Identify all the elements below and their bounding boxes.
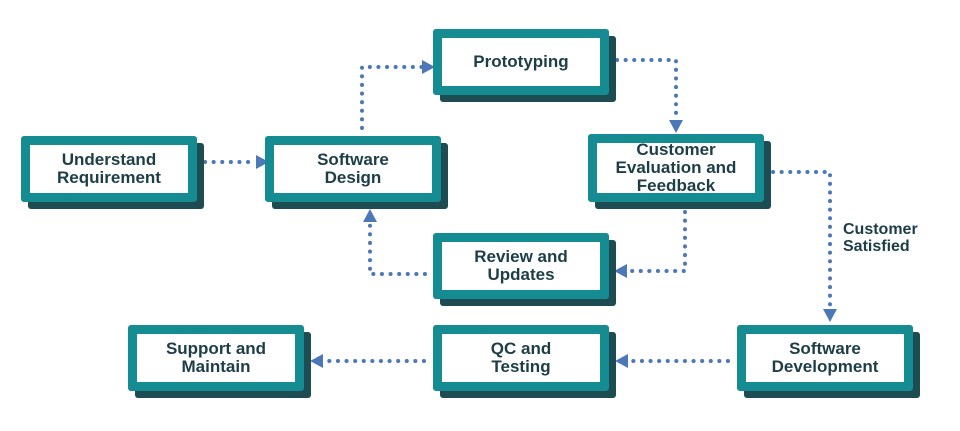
node-label: Customer Evaluation and Feedback bbox=[615, 140, 737, 195]
node-label: Software Development bbox=[771, 339, 879, 376]
arrowhead-icon bbox=[615, 354, 628, 368]
arrowhead-icon bbox=[363, 209, 377, 222]
arrowhead-icon bbox=[422, 60, 435, 74]
node-prototyping: Prototyping bbox=[433, 29, 609, 95]
arrowhead-icon bbox=[256, 155, 269, 169]
arrow-review-to-design bbox=[363, 209, 427, 276]
node-understand-requirement: Understand Requirement bbox=[21, 136, 197, 202]
node-label: Understand Requirement bbox=[57, 150, 161, 187]
arrow-evaluation-to-review bbox=[614, 210, 687, 278]
arrowhead-icon bbox=[614, 264, 627, 278]
arrow-design-to-prototyping bbox=[360, 60, 435, 130]
node-label: QC and Testing bbox=[490, 339, 552, 376]
arrow-understand-to-design bbox=[203, 155, 269, 169]
dotted-line bbox=[615, 58, 678, 122]
node-software-design: Software Design bbox=[265, 136, 441, 202]
node-qc-testing: QC and Testing bbox=[433, 325, 609, 391]
arrowhead-icon bbox=[669, 120, 683, 133]
arrowhead-icon bbox=[823, 309, 837, 322]
node-label: Review and Updates bbox=[474, 247, 568, 284]
node-software-development: Software Development bbox=[737, 325, 913, 391]
node-label: Software Design bbox=[317, 150, 389, 187]
dotted-line bbox=[771, 170, 832, 311]
arrow-prototyping-to-evaluation bbox=[615, 58, 683, 133]
node-customer-evaluation: Customer Evaluation and Feedback bbox=[588, 134, 764, 202]
dotted-line bbox=[360, 65, 424, 130]
dotted-line bbox=[625, 210, 687, 273]
arrowhead-icon bbox=[310, 354, 323, 368]
arrow-evaluation-to-development bbox=[771, 170, 837, 322]
arrow-development-to-qc bbox=[615, 354, 730, 368]
node-support-maintain: Support and Maintain bbox=[128, 325, 304, 391]
dotted-line bbox=[368, 220, 427, 276]
node-review-updates: Review and Updates bbox=[433, 233, 609, 299]
node-label: Support and Maintain bbox=[165, 339, 267, 376]
edge-label-customer-satisfied: Customer Satisfied bbox=[843, 221, 918, 255]
node-label: Prototyping bbox=[473, 52, 569, 71]
arrow-qc-to-support bbox=[310, 354, 426, 368]
